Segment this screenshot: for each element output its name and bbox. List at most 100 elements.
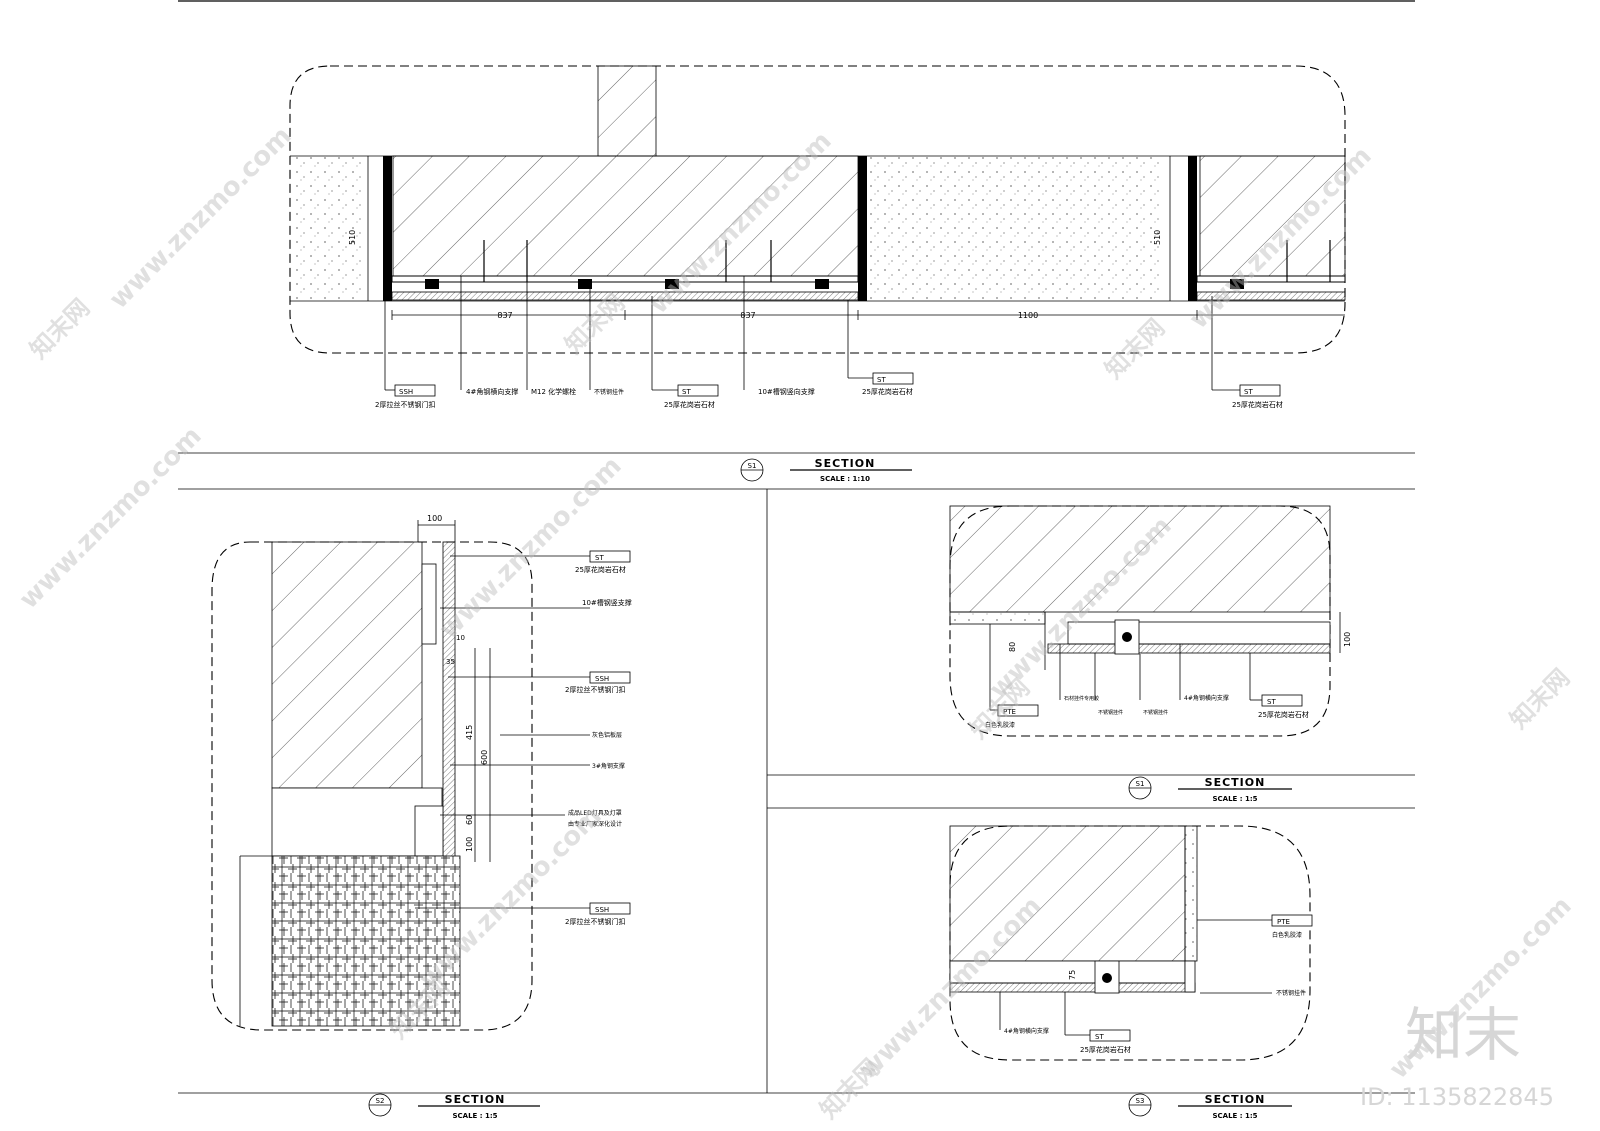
callout-text: 不锈钢挂件 [1143,709,1168,716]
dim-label: 837 [497,311,512,320]
watermark-cn: 知末网 [1099,314,1170,385]
callout-text: 白色乳胶漆 [1272,931,1302,939]
s2-section-detail: 100 10 35 415 600 60 100 ST 25厚花岗岩石材 10#… [211,514,632,1031]
callout-text: 石材挂件专用胶 [1064,695,1099,702]
dim-label: 510 [348,230,357,245]
callout-text: 成品LED灯具及灯罩 [568,809,622,817]
section-title: SECTION [1205,1093,1266,1106]
callout-text: 2厚拉丝不锈钢门扣 [375,400,435,409]
callout-text: 灰色铝板层 [592,731,622,739]
callout-tag: PTE [1003,708,1016,716]
callout-text: 不锈钢挂件 [1276,989,1306,997]
section-title: SECTION [815,457,876,470]
callout-text: 4#角钢横向支撑 [1004,1027,1049,1035]
title-block-s2: S2 SECTION SCALE : 1:5 [368,1093,540,1120]
callout-text: 25厚花岗岩石材 [862,387,913,396]
logo-text: 知末 [1405,1001,1521,1069]
concrete-wall-mid [866,156,1164,301]
section-scale: SCALE : 1:5 [1212,795,1257,803]
dim-label: 837 [740,311,755,320]
detail-boundary [211,541,533,1031]
paving-pattern [271,855,461,1027]
title-block-s1-detail: S1 SECTION SCALE : 1:5 [1128,776,1292,803]
callout-text: 25厚花岗岩石材 [1232,400,1283,409]
callout-text: 10#槽钢竖支撑 [582,598,632,607]
callout-tag: ST [1244,388,1253,396]
callout-text: 25厚花岗岩石材 [1258,710,1309,719]
concrete-slab [949,505,1331,613]
watermark-text: www.znzmo.com [104,121,298,315]
stone-cladding [1047,643,1331,654]
section-scale: SCALE : 1:5 [452,1112,497,1120]
stone-cladding [391,291,859,301]
callout-text: 25厚花岗岩石材 [1080,1045,1131,1054]
detail-boundary [289,65,1346,354]
dim-label: 600 [480,750,489,765]
callout-text: 白色乳胶漆 [985,721,1015,729]
section-label: S1 [748,462,757,470]
concrete-slab [949,825,1186,962]
brand-logo: 知末 ID: 1135822845 [1360,1001,1554,1111]
callout-text: 不锈钢挂件 [1098,709,1123,716]
callout-tag: SSH [399,388,413,396]
callout-text: 4#角钢横向支撑 [1184,694,1229,702]
dim-label: 1100 [1018,311,1038,320]
callout-text: 不锈钢挂件 [594,388,624,396]
section-label: S2 [376,1097,385,1105]
section-scale: SCALE : 1:5 [1212,1112,1257,1120]
dim-label: 100 [465,837,474,852]
dim-label: 415 [465,725,474,740]
concrete-beam-right [1199,155,1346,277]
stone-cladding [949,982,1196,993]
stone-cladding [442,541,456,863]
callout-text: 4#角钢横向支撑 [466,387,518,396]
steel-channel-left [383,156,392,301]
title-block-s1-main: S1 SECTION SCALE : 1:10 [740,457,912,483]
callout-text: 25厚花岗岩石材 [664,400,715,409]
steel-channel-mid [858,156,867,301]
section-title: SECTION [445,1093,506,1106]
concrete-wall-left [290,156,365,301]
callout-tag: ST [682,388,691,396]
section-title: SECTION [1205,776,1266,789]
callout-text: 25厚花岗岩石材 [575,565,626,574]
callout-text: 10#槽钢竖向支撑 [758,387,815,396]
callout-text: M12 化学螺栓 [531,387,576,396]
led-box [271,787,443,857]
watermark-text: www.znzmo.com [434,451,628,645]
callout-tag: ST [877,376,886,384]
callout-text: 由专业厂家深化设计 [568,820,622,828]
callout-tag: ST [595,554,604,562]
callout-tag: ST [1095,1033,1104,1041]
dim-label: 80 [1008,642,1017,652]
s1-small-section-detail: 80 100 PTE 白色乳胶漆 石材挂件专用胶 不锈钢挂件 不锈钢挂件 4#角… [949,505,1352,737]
callout-tag: ST [1267,698,1276,706]
dim-label: 10 [456,634,465,642]
callout-text: 2厚拉丝不锈钢门扣 [565,917,625,926]
watermark-cn: 知末网 [814,1054,885,1125]
callout-text: 3#角钢支撑 [592,762,625,770]
frame-lines [178,0,1415,1094]
dim-label: 60 [465,815,474,825]
dim-label: 100 [1343,632,1352,647]
watermark-text: www.znzmo.com [14,421,208,615]
logo-id: ID: 1135822845 [1360,1083,1554,1111]
concrete-wall [271,541,423,789]
section-label: S3 [1136,1097,1145,1105]
s3-section-detail: 75 PTE 白色乳胶漆 不锈钢挂件 4#角钢横向支撑 ST 25厚花岗岩石材 [949,825,1313,1061]
title-block-s3: S3 SECTION SCALE : 1:5 [1128,1093,1292,1120]
watermark-cn: 知末网 [1504,664,1575,735]
concrete-column [597,65,657,157]
dim-label: 100 [427,514,442,523]
section-label: S1 [1136,780,1145,788]
callout-tag: PTE [1277,918,1290,926]
top-section-detail: 837 837 1100 510 510 SSH 2厚拉丝不锈钢门扣 4#角钢横… [289,65,1346,409]
callout-text: 2厚拉丝不锈钢门扣 [565,685,625,694]
dim-label: 75 [1068,970,1077,980]
section-scale: SCALE : 1:10 [820,475,870,483]
dim-label: 35 [446,658,455,666]
watermark-cn: 知末网 [24,294,95,365]
callout-tag: SSH [595,906,609,914]
dim-label: 510 [1153,230,1162,245]
